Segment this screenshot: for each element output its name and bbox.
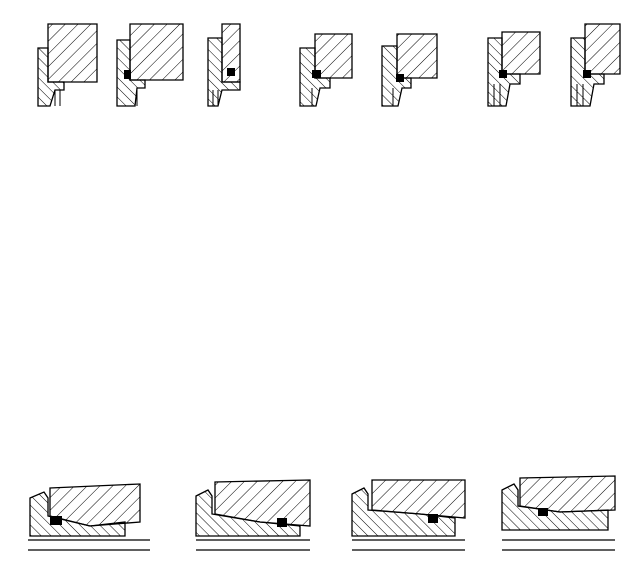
top-row bbox=[37, 23, 621, 107]
top-section-2 bbox=[116, 23, 184, 107]
top-section-1 bbox=[37, 23, 98, 107]
bottom-section-2 bbox=[195, 479, 311, 551]
seal-ring bbox=[124, 70, 131, 79]
seal-ring bbox=[277, 518, 287, 527]
seal-ring bbox=[396, 74, 404, 82]
seal-ring bbox=[499, 70, 507, 78]
top-section-5 bbox=[381, 33, 438, 107]
seal-ring bbox=[428, 514, 438, 523]
seal-ring bbox=[50, 516, 62, 525]
seal-ring bbox=[583, 70, 591, 78]
top-section-3 bbox=[207, 23, 241, 107]
bottom-section-1 bbox=[28, 483, 150, 551]
top-section-6 bbox=[487, 31, 541, 107]
bottom-row bbox=[28, 475, 616, 551]
top-section-7 bbox=[570, 23, 621, 107]
seal-ring bbox=[312, 70, 321, 78]
bottom-section-3 bbox=[351, 479, 466, 551]
seal-ring bbox=[227, 68, 235, 76]
seal-ring bbox=[538, 508, 548, 516]
bottom-section-4 bbox=[501, 475, 616, 551]
top-section-4 bbox=[299, 33, 353, 107]
